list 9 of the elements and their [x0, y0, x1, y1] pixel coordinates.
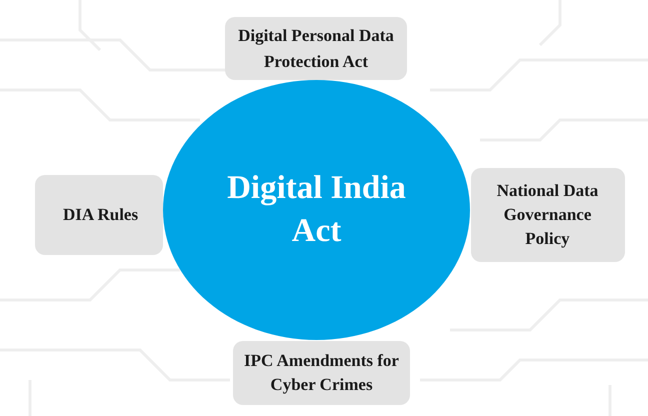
topic-box: [233, 341, 410, 405]
topic-box: [471, 168, 625, 262]
topic-label: National Data Governance Policy: [496, 180, 600, 250]
topic-label: IPC Amendments for Cyber Crimes: [243, 350, 400, 396]
center-title: Digital India Act: [226, 169, 407, 251]
topic-label: Digital Personal Data Protection Act: [237, 25, 395, 72]
topic-box: [35, 175, 163, 255]
topic-label: DIA Rules: [63, 204, 138, 226]
topic-box: [225, 17, 407, 80]
